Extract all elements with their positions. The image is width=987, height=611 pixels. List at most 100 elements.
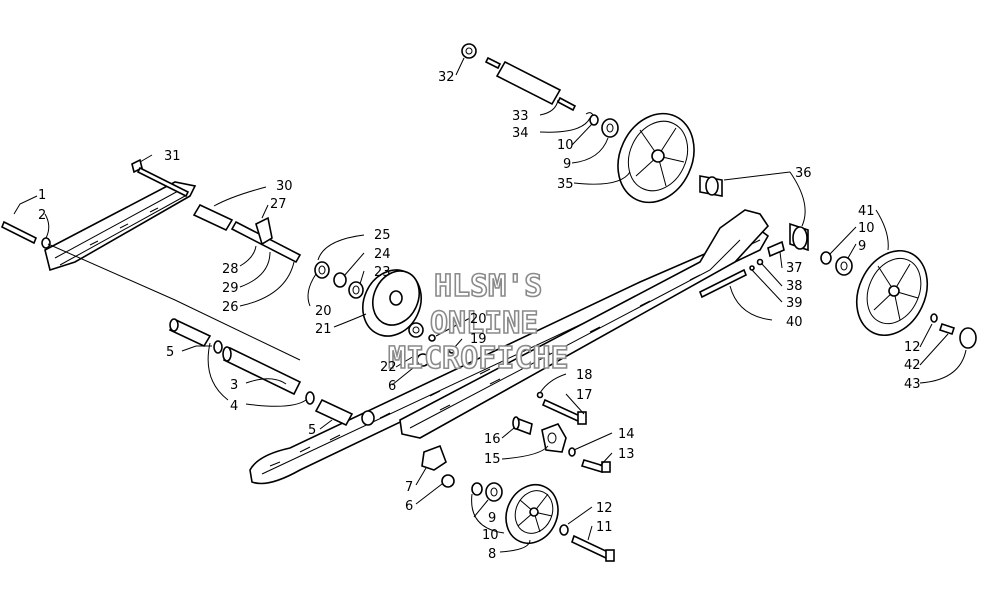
callout-9-right: 9: [858, 239, 866, 254]
callout-30: 30: [276, 179, 293, 194]
callout-31: 31: [164, 149, 181, 164]
washer-2: [41, 237, 51, 249]
callout-19: 19: [470, 332, 487, 347]
callout-39: 39: [786, 296, 803, 311]
callout-3: 3: [230, 378, 238, 393]
callout-7: 7: [405, 480, 413, 495]
washer-4-lower: [305, 391, 315, 405]
callout-11: 11: [596, 520, 613, 535]
wheel-35: [617, 112, 695, 204]
hub-36-left: [699, 175, 723, 197]
callout-35: 35: [557, 177, 574, 192]
bolt-31: [131, 158, 190, 198]
washer-4-upper: [213, 340, 223, 354]
bolt-17: [541, 398, 587, 425]
callout-10-upper: 10: [557, 138, 574, 153]
callout-41: 41: [858, 204, 875, 219]
wheel-8: [505, 484, 559, 544]
wheel-41: [855, 249, 929, 337]
callout-26: 26: [222, 300, 239, 315]
callout-6-center: 6: [388, 379, 396, 394]
watermark-line-2: ONLINE: [430, 306, 538, 341]
callout-42: 42: [904, 358, 921, 373]
callout-43: 43: [904, 377, 921, 392]
callout-34: 34: [512, 126, 529, 141]
nut-6-lower: [441, 474, 455, 488]
bolt-42: [938, 322, 956, 336]
watermark: HLSM'S ONLINE MICROFICHE: [387, 268, 569, 377]
callout-24: 24: [374, 247, 391, 262]
callout-37: 37: [786, 261, 803, 276]
spacer-5-lower: [314, 398, 354, 427]
callout-labels: 1 2 31 30 27 28 29 26 25 24 23 20 21 20 …: [38, 70, 921, 562]
callout-12-lower: 12: [596, 501, 613, 516]
washer-20-19: [428, 334, 456, 354]
leader-lines: [13, 57, 967, 553]
callout-23: 23: [374, 265, 391, 280]
callout-15: 15: [484, 452, 501, 467]
bearing-10-9-lower: [471, 482, 503, 502]
spacer-30: [192, 203, 234, 232]
callout-38: 38: [786, 279, 803, 294]
callout-5-lower: 5: [308, 423, 316, 438]
washer-22: [408, 322, 424, 338]
callout-36: 36: [795, 166, 812, 181]
callout-14: 14: [618, 427, 635, 442]
callout-2: 2: [38, 208, 46, 223]
washer-18: [536, 391, 544, 399]
shaft-33: [484, 56, 577, 112]
shaft-3: [222, 346, 302, 396]
nut-6-center: [416, 353, 430, 367]
left-slide-rail: [44, 181, 770, 485]
callout-8: 8: [488, 547, 496, 562]
washer-12-lower: [559, 524, 569, 536]
washer-6-left: [361, 410, 375, 426]
callout-18: 18: [576, 368, 593, 383]
bolt-40: [698, 268, 748, 299]
washer-32: [461, 43, 477, 59]
right-slide-rail: [399, 209, 770, 439]
washer-12-right: [930, 313, 938, 323]
callout-9-upper: 9: [563, 157, 571, 172]
spacer-5-upper: [168, 318, 212, 348]
callout-20-center: 20: [470, 312, 487, 327]
hub-36-right: [789, 222, 809, 252]
callout-25: 25: [374, 228, 391, 243]
washer-38-39: [749, 258, 764, 271]
callout-28: 28: [222, 262, 239, 277]
watermark-line-1: HLSM'S: [434, 269, 542, 304]
callout-29: 29: [222, 281, 239, 296]
callout-12-right: 12: [904, 340, 921, 355]
bolt-13: [580, 459, 611, 473]
spacer-37: [767, 240, 785, 258]
shaft-27: [230, 216, 302, 264]
watermark-line-3: MICROFICHE: [388, 341, 569, 376]
callout-13: 13: [618, 447, 635, 462]
callout-21: 21: [315, 322, 332, 337]
callout-4: 4: [230, 399, 238, 414]
callout-10-right: 10: [858, 221, 875, 236]
bracket-7: [421, 444, 447, 471]
bracket-15: [541, 423, 567, 453]
callout-16: 16: [484, 432, 501, 447]
callout-1: 1: [38, 188, 46, 203]
callout-9-lower: 9: [488, 511, 496, 526]
callout-5-upper: 5: [166, 345, 174, 360]
callout-22: 22: [380, 360, 397, 375]
idler-wheel-21: [362, 269, 422, 337]
callout-40: 40: [786, 315, 803, 330]
bolt-1: [0, 220, 38, 245]
bearing-10-9-right: [820, 251, 853, 276]
bearing-10-9-upper: [589, 114, 619, 138]
cap-43: [959, 327, 977, 349]
callout-20-left: 20: [315, 304, 332, 319]
bearing-25-24-23: [314, 261, 364, 299]
callout-17: 17: [576, 388, 593, 403]
callout-6-lower: 6: [405, 499, 413, 514]
spacer-16: [512, 416, 533, 436]
callout-33: 33: [512, 109, 529, 124]
callout-32: 32: [438, 70, 455, 85]
bolt-11: [571, 534, 615, 562]
washer-14: [568, 447, 576, 457]
